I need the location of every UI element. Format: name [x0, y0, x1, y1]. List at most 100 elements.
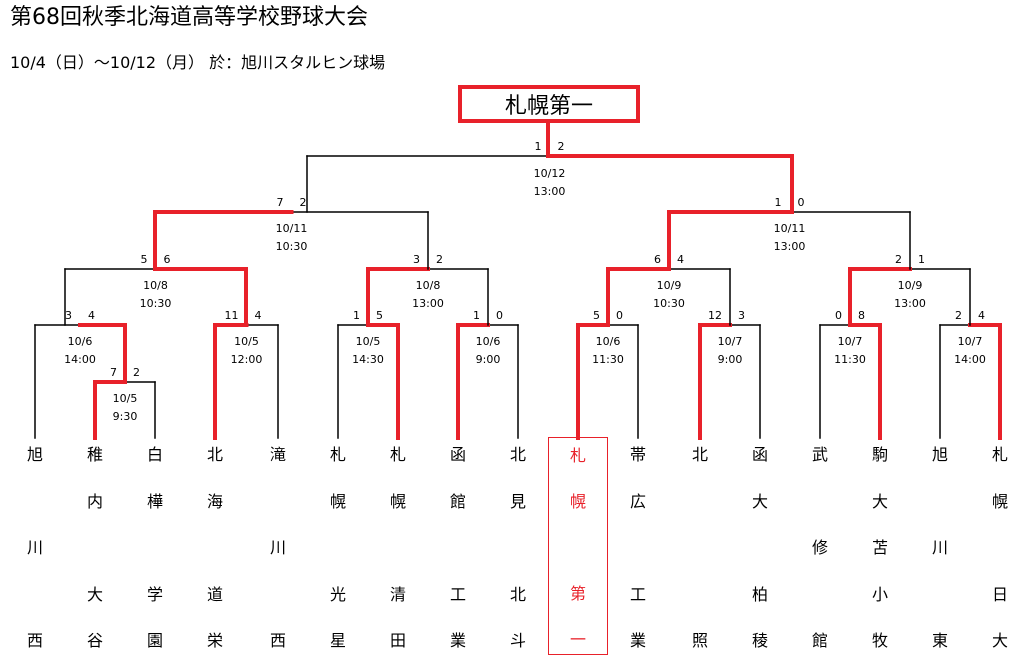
team-name-char: 駒 [871, 445, 888, 464]
team-name-char: 斗 [509, 631, 526, 650]
team-name-char: 見 [509, 491, 526, 511]
score-right: 2 [300, 196, 307, 209]
game-date: 10/12 [534, 167, 566, 180]
team-name-char: 川 [269, 538, 286, 557]
score-right: 0 [616, 309, 623, 322]
team-name: 札幌 日大 [980, 446, 1019, 650]
team-name-char: 工 [449, 584, 466, 604]
score-left: 1 [535, 140, 542, 153]
score-left: 1 [353, 309, 360, 322]
team-name-char: 照 [691, 631, 708, 650]
game-date: 10/8 [143, 279, 168, 292]
game-date: 10/7 [718, 335, 743, 348]
game-time: 14:00 [64, 353, 96, 366]
game-date: 10/9 [657, 279, 682, 292]
team-name-char: 北 [691, 445, 708, 464]
team-name-char: 業 [629, 631, 646, 650]
score-right: 0 [496, 309, 503, 322]
game-time: 9:00 [718, 353, 743, 366]
team-name-char [335, 539, 340, 557]
team-name-char [92, 539, 97, 557]
score-right: 3 [738, 309, 745, 322]
score-right: 4 [88, 309, 95, 322]
team-name-char [575, 539, 580, 557]
team-name-char: 北 [509, 445, 526, 464]
score-right: 4 [978, 309, 985, 322]
score-left: 6 [654, 253, 661, 266]
team-name: 札幌 光星 [318, 446, 358, 650]
team-name-char: 函 [751, 445, 768, 464]
score-right: 6 [164, 253, 171, 266]
team-name-char [937, 586, 942, 604]
team-name-char: 札 [329, 445, 346, 464]
score-right: 4 [255, 309, 262, 322]
score-left: 0 [835, 309, 842, 322]
team-name-char: 稚 [86, 445, 103, 464]
team-name: 札幌 第一 [548, 437, 608, 655]
team-name-char: 北 [206, 445, 223, 464]
page-subtitle: 10/4（日）～10/12（月） 於：旭川スタルヒン球場 [10, 53, 386, 72]
team-name: 北 照 [680, 446, 720, 650]
game-time: 11:30 [834, 353, 866, 366]
score-left: 2 [955, 309, 962, 322]
game-time: 10:30 [276, 240, 308, 253]
team-name: 滝 川 西 [258, 446, 298, 650]
game-date: 10/8 [416, 279, 441, 292]
team-name: 北海 道栄 [195, 446, 235, 650]
game-time: 10:30 [653, 297, 685, 310]
game-time: 13:00 [774, 240, 806, 253]
game-time: 13:00 [412, 297, 444, 310]
team-name-char [32, 493, 37, 511]
game-date: 10/5 [113, 392, 138, 405]
team-name-char [212, 539, 217, 557]
score-left: 5 [141, 253, 148, 266]
team-name-char: 幌 [329, 491, 346, 511]
team-name-char: 修 [811, 538, 828, 557]
score-right: 0 [798, 196, 805, 209]
team-name-char: 西 [26, 631, 43, 650]
team-name-char: 牧 [871, 631, 888, 650]
game-date: 10/6 [596, 335, 621, 348]
team-name-char: 栄 [206, 631, 223, 650]
team-name: 白樺 学園 [135, 446, 175, 650]
score-right: 1 [918, 253, 925, 266]
team-name-char: 札 [991, 445, 1008, 464]
team-name-char: 武 [811, 445, 828, 464]
team-name: 函大 柏稜 [740, 446, 780, 650]
score-right: 2 [133, 366, 140, 379]
team-name-char [997, 539, 1002, 557]
team-name-char: 清 [389, 584, 406, 604]
team-name-char: 旭 [931, 445, 948, 464]
team-name-char: 田 [389, 631, 406, 650]
team-name-char [32, 586, 37, 604]
team-name-char: 大 [991, 631, 1008, 650]
team-name-char: 北 [509, 584, 526, 604]
game-date: 10/11 [774, 222, 806, 235]
team-name-char: 日 [991, 584, 1008, 604]
team-name-char: 海 [206, 491, 223, 511]
team-name-char: 幌 [389, 491, 406, 511]
team-name-char: 第 [569, 584, 586, 603]
team-name-char: 大 [751, 491, 768, 511]
team-name-char: 学 [146, 584, 163, 604]
team-name-char: 大 [86, 584, 103, 604]
game-date: 10/5 [234, 335, 259, 348]
team-name-char: 樺 [146, 491, 163, 511]
score-left: 3 [65, 309, 72, 322]
game-date: 10/7 [838, 335, 863, 348]
game-time: 12:00 [231, 353, 263, 366]
team-name-char: 星 [329, 631, 346, 650]
score-left: 1 [775, 196, 782, 209]
game-date: 10/6 [476, 335, 501, 348]
score-right: 2 [558, 140, 565, 153]
team-name-char: 滝 [269, 445, 286, 464]
team-name-char [937, 493, 942, 511]
team-name-char: 稜 [751, 631, 768, 650]
team-name: 帯広 工業 [618, 446, 658, 650]
team-name-char: 谷 [86, 631, 103, 650]
team-name: 北見 北斗 [498, 446, 538, 650]
team-name-char: 西 [269, 631, 286, 650]
game-date: 10/9 [898, 279, 923, 292]
score-left: 7 [277, 196, 284, 209]
